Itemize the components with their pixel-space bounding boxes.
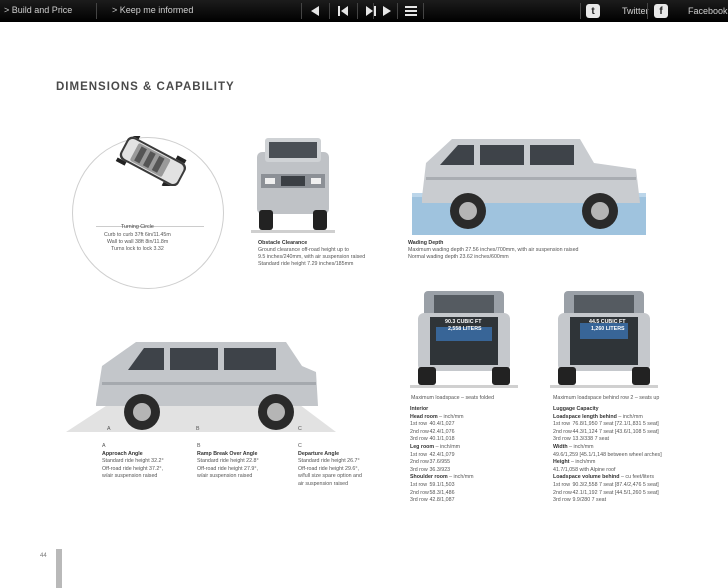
toolbar-divider — [397, 3, 398, 19]
keep-me-informed-link[interactable]: > Keep me informed — [112, 5, 194, 15]
menu-icon — [405, 6, 417, 16]
car-front-view-image — [251, 138, 335, 233]
turning-circle-curb: Curb to curb 37ft 6in/11.45m — [104, 232, 171, 238]
cargo-up-volume-ft: 44.5 CUBIC FT — [589, 319, 626, 325]
toolbar-divider — [423, 3, 424, 19]
previous-page-button[interactable] — [303, 4, 327, 18]
chevron-right-icon: > — [4, 5, 10, 15]
first-page-button[interactable] — [331, 4, 355, 18]
footer-bar — [56, 549, 62, 588]
obstacle-line: Ground clearance off-road height up to — [258, 247, 349, 253]
twitter-icon: t — [586, 4, 600, 18]
angle-marker-b: B — [196, 426, 200, 432]
chevron-right-icon: > — [112, 5, 118, 15]
cargo-seats-folded-image — [410, 291, 518, 388]
cargo-up-volume-l: 1,260 LITERS — [591, 326, 625, 332]
departure-angle-block: C Departure Angle Standard ride height 2… — [298, 443, 362, 487]
angle-marker-a: A — [107, 426, 111, 432]
obstacle-line: Standard ride height 7.29 inches/185mm — [258, 261, 354, 267]
facebook-icon: f — [654, 4, 668, 18]
ramp-angle-block: B Ramp Break Over Angle Standard ride he… — [197, 443, 259, 480]
wading-line: Normal wading depth 23.62 inches/600mm — [408, 254, 509, 260]
wading-title: Wading Depth — [408, 240, 444, 246]
wading-line: Maximum wading depth 27.56 inches/700mm,… — [408, 247, 579, 253]
obstacle-title: Obstacle Clearance — [258, 240, 308, 246]
cargo-folded-volume-l: 2,558 LITERS — [448, 326, 482, 332]
cargo-folded-caption: Maximum loadspace – seats folded — [411, 395, 495, 401]
skip-forward-icon — [366, 6, 376, 16]
facebook-link[interactable]: f Facebook — [654, 3, 728, 19]
turning-circle-diagram — [72, 137, 224, 289]
turning-circle-title: Turning Circle — [121, 224, 154, 230]
toolbar-divider — [301, 3, 302, 19]
luggage-table: Luggage Capacity Loadspace length behind… — [553, 406, 662, 504]
toolbar-divider — [580, 3, 581, 19]
skip-back-icon — [338, 6, 348, 16]
next-page-button[interactable] — [375, 4, 399, 18]
toolbar-divider — [329, 3, 330, 19]
interior-table: Interior Head room – inch/mm 1st row 40.… — [410, 406, 474, 504]
angle-marker-c: C — [298, 426, 302, 432]
last-page-button[interactable] — [359, 4, 383, 18]
cargo-seats-up-image — [550, 291, 658, 388]
car-top-view-image — [115, 136, 187, 186]
build-and-price-link[interactable]: > Build and Price — [4, 5, 73, 15]
approach-angle-block: A Approach Angle Standard ride height 32… — [102, 443, 164, 480]
turning-circle-wall: Wall to wall 38ft 8in/11.8m — [107, 239, 169, 245]
car-angles-image — [66, 342, 336, 432]
top-toolbar: > Build and Price > Keep me informed t T… — [0, 0, 728, 22]
cargo-up-caption: Maximum loadspace behind row 2 – seats u… — [553, 395, 660, 401]
twitter-link[interactable]: t Twitter — [586, 3, 649, 19]
triangle-left-icon — [311, 6, 319, 16]
divider-line — [96, 226, 204, 227]
toolbar-divider — [647, 3, 648, 19]
page-number: 44 — [40, 553, 47, 559]
triangle-right-icon — [383, 6, 391, 16]
cargo-folded-volume-ft: 90.3 CUBIC FT — [445, 319, 482, 325]
toolbar-divider — [373, 3, 374, 19]
car-wading-image — [412, 139, 646, 235]
toolbar-divider — [357, 3, 358, 19]
obstacle-line: 9.5 inches/240mm, with air suspension ra… — [258, 254, 366, 260]
page-title: DIMENSIONS & CAPABILITY — [56, 81, 235, 93]
menu-button[interactable] — [399, 4, 423, 18]
toolbar-divider — [96, 3, 97, 19]
turning-circle-lock: Turns lock to lock 3.32 — [111, 246, 164, 252]
